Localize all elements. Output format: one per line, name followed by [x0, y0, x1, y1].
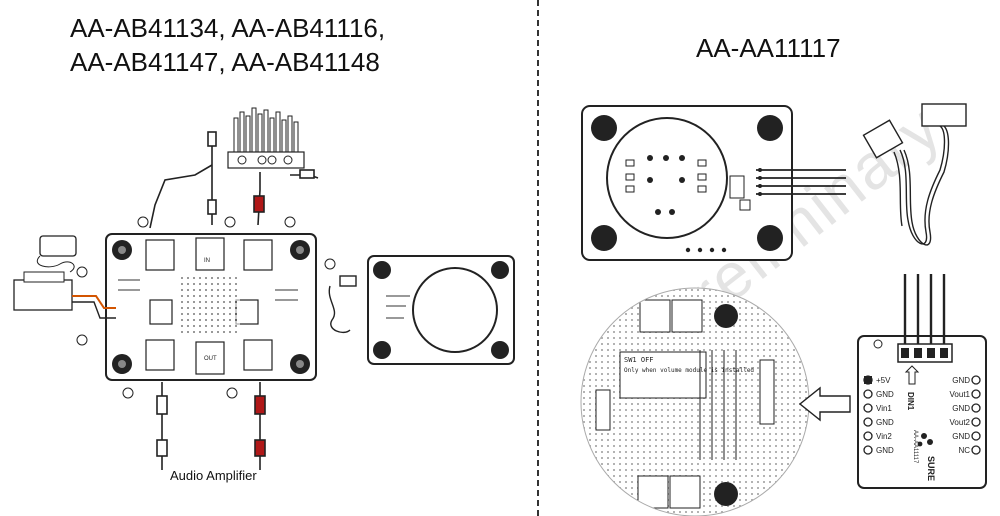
amp-caption: Audio Amplifier — [170, 468, 257, 483]
output-cables — [156, 382, 266, 470]
label-in-1: IN — [204, 258, 210, 264]
board-sw-off: SW1 OFF — [624, 356, 654, 364]
right-title: AA-AA11117 — [696, 33, 841, 63]
pin-left-5: GND — [876, 446, 894, 455]
dashed-divider — [537, 0, 539, 516]
aa-aa11117-module: +5V GND Vin1 GND Vin2 GND GND Vout1 GND … — [857, 274, 987, 489]
callout-markers — [76, 216, 336, 399]
left-title-line1: AA-AB41134, AA-AB41116, — [70, 13, 386, 43]
pin-right-0: GND — [952, 376, 970, 385]
board-note: Only when volume module is installed — [624, 367, 754, 374]
module-part-number: AA-AA11117 — [912, 430, 918, 464]
left-title-line2: AA-AB41147, AA-AB41148 — [70, 47, 380, 77]
amplifier-board: IN OUT — [105, 233, 317, 381]
small-cable — [328, 275, 357, 334]
power-adapter — [13, 235, 116, 319]
pin-left-1: GND — [876, 390, 894, 399]
pin-left-2: Vin1 — [876, 404, 892, 413]
pin-left-4: Vin2 — [876, 432, 892, 441]
pin-right-3: Vout2 — [950, 418, 971, 427]
pin-left-3: GND — [876, 418, 894, 427]
input-cables — [149, 131, 319, 229]
module-brand: SURE — [926, 456, 936, 481]
module-header-label: DIN1 — [906, 392, 915, 411]
volume-board — [367, 255, 515, 365]
pin-right-2: GND — [952, 404, 970, 413]
pin-left-0: +5V — [876, 376, 891, 385]
pin-right-4: GND — [952, 432, 970, 441]
label-out-1: OUT — [204, 356, 217, 362]
aa-aa11117-board-top — [581, 105, 846, 261]
audio-source-equalizer — [227, 107, 305, 169]
zoomed-board-detail: SW1 OFF Only when volume module is insta… — [580, 287, 810, 516]
pin-right-5: NC — [958, 446, 970, 455]
pin-right-1: Vout1 — [950, 390, 971, 399]
ribbon-cable — [862, 103, 967, 246]
pointer-arrow — [798, 386, 851, 422]
sure-logo-icon — [917, 433, 933, 447]
